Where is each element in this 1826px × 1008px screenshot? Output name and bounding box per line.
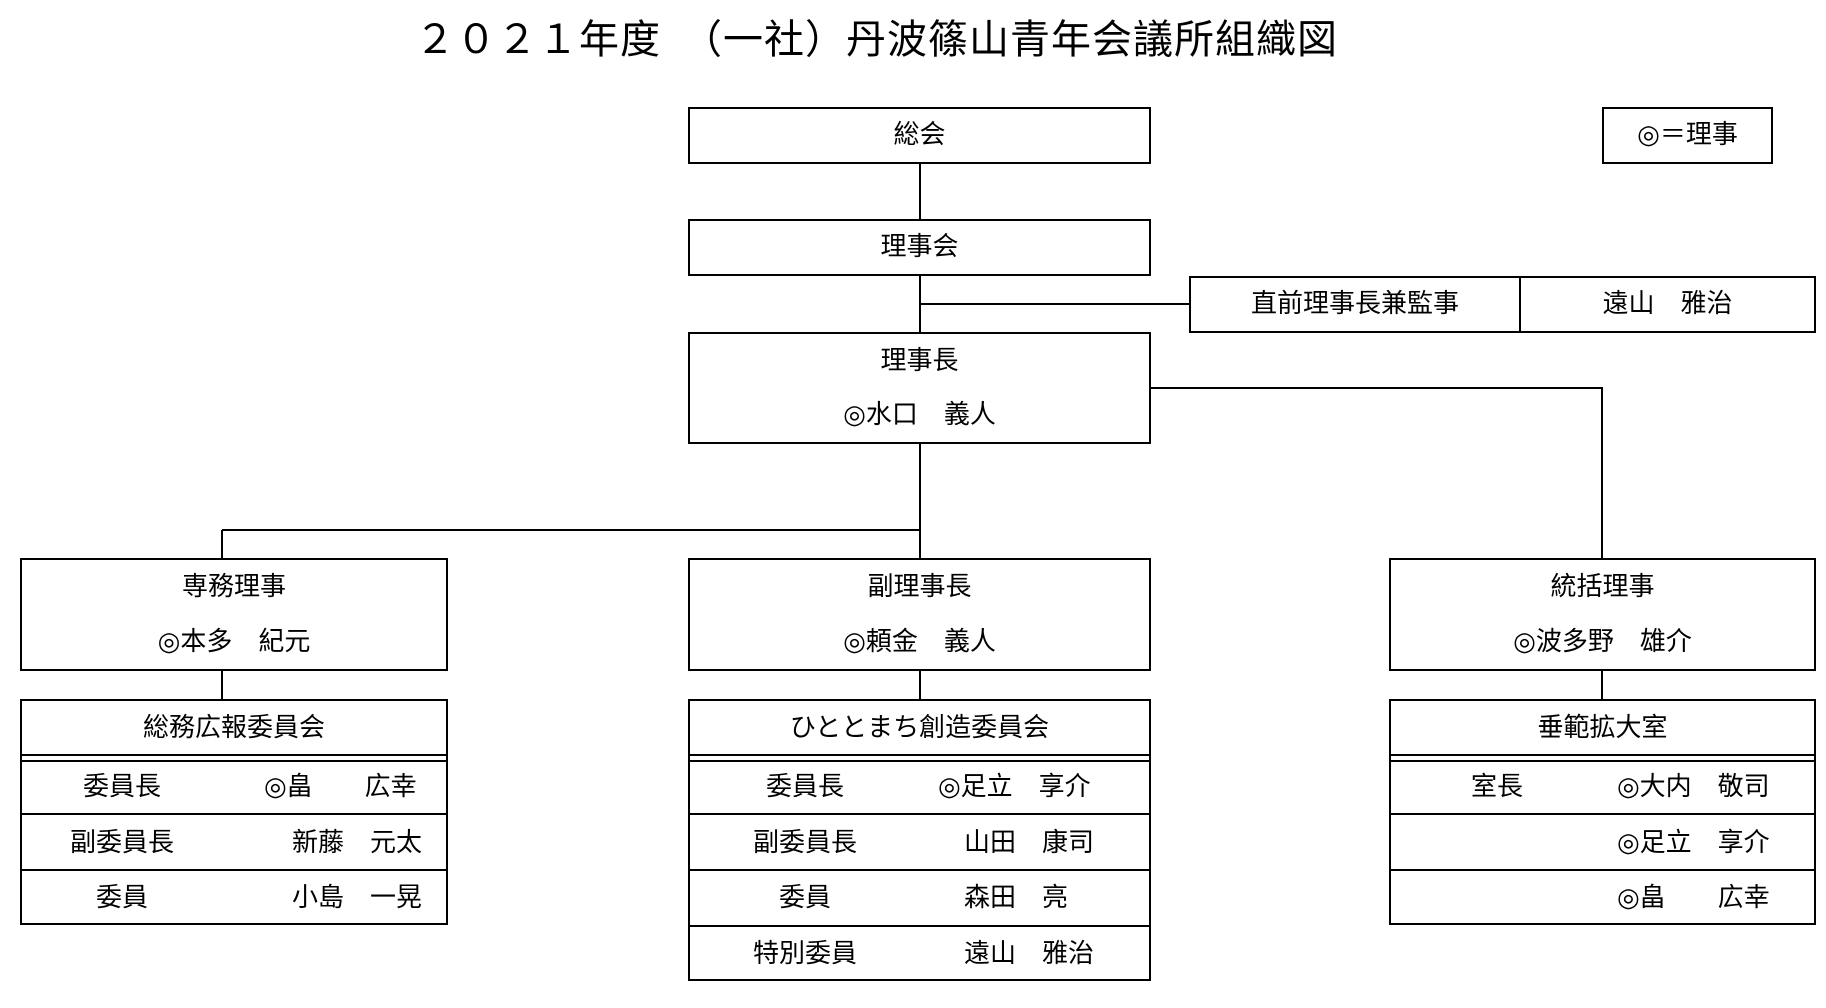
auditor-divider [1519,278,1521,331]
member-name: 新藤 元太 [292,828,423,858]
committee-title: ひととまち創造委員会 [789,713,1050,743]
row-divider [690,925,1149,927]
member-name: 小島 一晃 [292,883,423,913]
member-role: 委員 [778,883,831,913]
general-director-role: 統括理事 [1550,572,1655,602]
row-divider [690,813,1149,815]
row-divider [690,869,1149,871]
general-assembly-box: 総会 [688,107,1151,164]
legend-text: ◎＝理事 [1637,120,1738,150]
vice-president-box: 副理事長 ◎頼金 義人 [688,558,1151,671]
committee-header-divider [1391,754,1814,762]
member-name: ◎足立 享介 [1617,828,1770,858]
auditor-name: 遠山 雅治 [1602,289,1733,319]
auditor-role: 直前理事長兼監事 [1250,289,1459,319]
member-name: 遠山 雅治 [964,939,1095,969]
general-director-box: 統括理事 ◎波多野 雄介 [1389,558,1816,671]
member-role [1391,816,1603,870]
general-director-name: ◎波多野 雄介 [1513,627,1692,657]
member-role: 委員長 [765,772,844,802]
member-name: ◎大内 敬司 [1617,772,1770,802]
committee-title: 垂範拡大室 [1537,713,1668,743]
committee-title: 総務広報委員会 [142,713,325,743]
member-role: 副委員長 [752,828,857,858]
member-name: ◎足立 享介 [938,772,1091,802]
board-box: 理事会 [688,219,1151,276]
executive-director-box: 専務理事 ◎本多 紀元 [20,558,448,671]
member-role: 特別委員 [752,939,857,969]
member-role: 委員長 [82,772,161,802]
board-label: 理事会 [880,232,959,262]
page-title: ２０２１年度 （一社）丹波篠山青年会議所組織図 [415,17,1338,63]
committee-community-creation: ひととまち創造委員会 委員長 ◎足立 享介 副委員長 山田 康司 委員 森田 亮… [688,699,1151,981]
member-name: ◎畠 広幸 [264,772,417,802]
committee-general-affairs: 総務広報委員会 委員長 ◎畠 広幸 副委員長 新藤 元太 委員 小島 一晃 [20,699,448,925]
general-assembly-label: 総会 [893,120,946,150]
member-role: 室長 [1470,772,1523,802]
committee-leadership-expansion: 垂範拡大室 室長 ◎大内 敬司 ◎足立 享介 ◎畠 広幸 [1389,699,1816,925]
member-role: 副委員長 [69,828,174,858]
vice-president-name: ◎頼金 義人 [843,627,996,657]
member-name: 山田 康司 [964,828,1095,858]
member-role: 委員 [95,883,148,913]
row-divider [22,813,446,815]
committee-header-divider [22,754,446,762]
president-name: ◎水口 義人 [843,400,996,430]
member-name: ◎畠 広幸 [1617,883,1770,913]
connector-president-right [1151,387,1603,558]
row-divider [1391,869,1814,871]
executive-director-role: 専務理事 [181,572,286,602]
legend-box: ◎＝理事 [1602,107,1773,164]
president-role: 理事長 [880,346,959,376]
vice-president-role: 副理事長 [867,572,972,602]
auditor-box: 直前理事長兼監事 遠山 雅治 [1189,276,1816,333]
member-role [1391,871,1603,925]
member-name: 森田 亮 [964,883,1069,913]
president-box: 理事長 ◎水口 義人 [688,332,1151,444]
executive-director-name: ◎本多 紀元 [157,627,311,657]
row-divider [22,869,446,871]
row-divider [1391,813,1814,815]
committee-header-divider [690,754,1149,762]
